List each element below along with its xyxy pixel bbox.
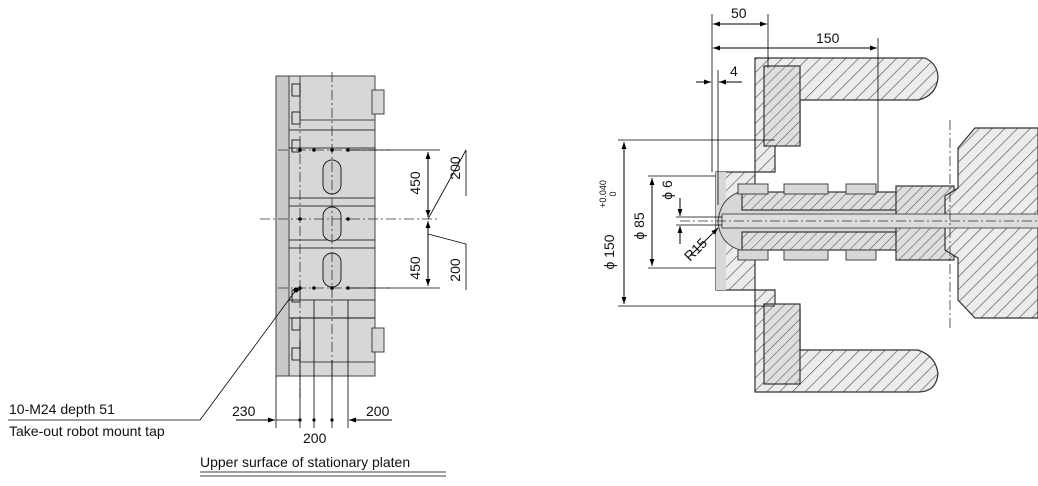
nozzle-section-view: 50 150 4 ϕ 150 +0.040 0 ϕ 85 ϕ 6 R15	[598, 5, 1038, 393]
platen-flange	[275, 75, 291, 377]
dim-4: 4	[730, 63, 738, 79]
view-caption: Upper surface of stationary platen	[200, 454, 410, 470]
dim-200-upper: 200	[447, 156, 463, 180]
nozzle-body-upper	[741, 191, 903, 211]
dim-r15: R15	[681, 234, 711, 264]
dim-200-bottom: 200	[303, 430, 327, 446]
bottom-boss	[371, 327, 385, 353]
dim-phi6: ϕ 6	[659, 180, 675, 200]
dim-50: 50	[731, 5, 747, 21]
tap-leader-line	[199, 289, 297, 421]
dim-phi150: ϕ 150	[601, 234, 617, 269]
tolerance-upper: +0.040	[598, 180, 608, 208]
stationary-platen-view: 450 450 200 200 230 200 200 10-M24 depth…	[8, 72, 467, 477]
tap-label-line2: Take-out robot mount tap	[9, 423, 165, 439]
dim-phi85: ϕ 85	[631, 212, 647, 240]
dim-450-upper: 450	[407, 171, 423, 195]
locating-ring-top	[763, 65, 801, 147]
dim-450-lower: 450	[407, 256, 423, 280]
nozzle-body-lower	[741, 231, 903, 251]
top-boss	[371, 89, 385, 115]
dim-230: 230	[232, 403, 256, 419]
platen-top-lug	[299, 75, 376, 121]
platen-bottom-lug	[299, 317, 376, 363]
dim-150: 150	[816, 30, 840, 46]
tap-hole-markers	[298, 148, 350, 290]
tolerance-lower: 0	[608, 191, 618, 196]
dim-200-right: 200	[366, 403, 390, 419]
dim-200-lower: 200	[447, 258, 463, 282]
tap-label-line1: 10-M24 depth 51	[9, 401, 115, 417]
locating-ring-bottom	[763, 303, 801, 385]
